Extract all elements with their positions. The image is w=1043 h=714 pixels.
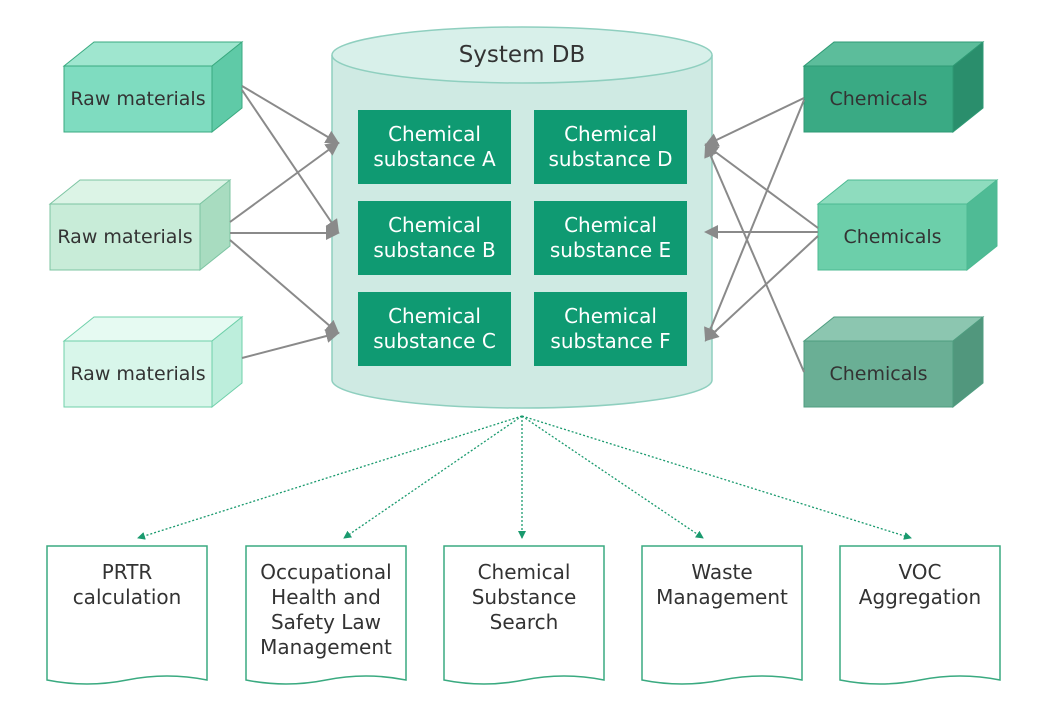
doc-waste <box>641 545 803 685</box>
output-label-voc: VOC Aggregation <box>840 560 1000 610</box>
substance-label-d: Chemical substance D <box>534 110 687 184</box>
doc-ohs <box>245 545 407 685</box>
substance-d-line2: substance D <box>548 147 673 171</box>
substance-c-line2: substance C <box>373 329 496 353</box>
chemicals-box-3 <box>802 315 985 409</box>
substance-box-a <box>358 110 511 184</box>
chemicals-label-1: Chemicals <box>829 87 928 110</box>
substance-label-e: Chemical substance E <box>534 201 687 275</box>
substance-f-line2: substance F <box>550 329 671 353</box>
raw-materials-label-1: Raw materials <box>70 87 206 110</box>
output-label-prtr: PRTR calculation <box>47 560 207 610</box>
substance-box-c <box>358 292 511 366</box>
raw-materials-box-3 <box>62 315 244 409</box>
output-waste-line2: Management <box>656 585 788 609</box>
output-search-line1: Chemical <box>477 560 571 584</box>
substance-a-line1: Chemical <box>388 122 481 146</box>
input-arrows-right <box>704 97 819 373</box>
substance-label-f: Chemical substance F <box>534 292 687 366</box>
substance-d-line1: Chemical <box>564 122 657 146</box>
output-search-line3: Search <box>489 610 559 634</box>
chemicals-box-1 <box>802 40 985 134</box>
substance-f-line1: Chemical <box>564 304 657 328</box>
substance-label-c: Chemical substance C <box>358 292 511 366</box>
substance-box-d <box>534 110 687 184</box>
doc-voc <box>839 545 1001 685</box>
chemicals-label-3: Chemicals <box>829 362 928 385</box>
raw-materials-label-2: Raw materials <box>57 225 193 248</box>
substance-box-b <box>358 201 511 275</box>
output-voc-line2: Aggregation <box>858 585 982 609</box>
substance-b-line1: Chemical <box>388 213 481 237</box>
raw-materials-label-3: Raw materials <box>70 362 206 385</box>
substance-a-line2: substance A <box>373 147 496 171</box>
output-waste-line1: Waste <box>691 560 753 584</box>
chemicals-label-2: Chemicals <box>843 225 942 248</box>
system-db-title: System DB <box>458 42 586 68</box>
output-search-line2: Substance <box>471 585 577 609</box>
input-arrows-left <box>229 85 340 359</box>
chemicals-box-2 <box>816 178 999 272</box>
substance-b-line2: substance B <box>373 238 496 262</box>
output-arrows <box>137 415 912 540</box>
raw-materials-box-1 <box>62 40 244 134</box>
substance-e-line2: substance E <box>549 238 672 262</box>
output-label-ohs: Occupational Health and Safety Law Manag… <box>246 560 406 660</box>
doc-prtr <box>46 545 208 685</box>
output-label-search: Chemical Substance Search <box>444 560 604 635</box>
output-documents <box>46 545 1001 685</box>
output-voc-line1: VOC <box>898 560 942 584</box>
output-ohs-line4: Management <box>260 635 392 659</box>
output-ohs-line1: Occupational <box>260 560 392 584</box>
substance-grid <box>358 110 687 366</box>
substance-box-f <box>534 292 687 366</box>
output-prtr-line1: PRTR <box>101 560 153 584</box>
output-prtr-line2: calculation <box>72 585 182 609</box>
substance-label-b: Chemical substance B <box>358 201 511 275</box>
output-ohs-line3: Safety Law <box>270 610 382 634</box>
raw-materials-box-2 <box>48 178 232 272</box>
output-label-waste: Waste Management <box>642 560 802 610</box>
output-ohs-line2: Health and <box>271 585 381 609</box>
substance-c-line1: Chemical <box>388 304 481 328</box>
substance-label-a: Chemical substance A <box>358 110 511 184</box>
substance-box-e <box>534 201 687 275</box>
substance-e-line1: Chemical <box>564 213 657 237</box>
doc-search <box>443 545 605 685</box>
